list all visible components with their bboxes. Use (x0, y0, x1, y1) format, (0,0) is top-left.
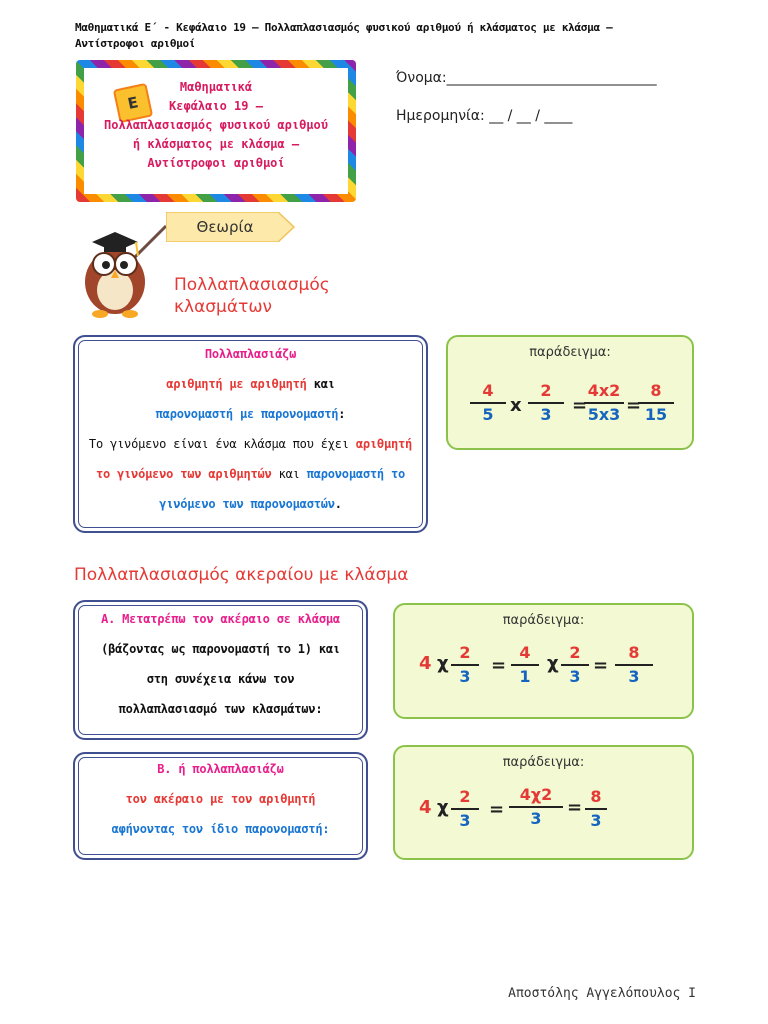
rule-box-a: Α. Μετατρέπω τον ακέραιο σε κλάσμα (βάζο… (73, 600, 368, 740)
title-card: Ε Μαθηματικά Κεφάλαιο 19 – Πολλαπλασιασμ… (76, 60, 356, 202)
exampleB-equals-1: = (489, 799, 505, 820)
exampleA-times-2: χ (547, 653, 559, 674)
section1-heading-line-2: κλασμάτων (174, 297, 273, 317)
exampleA-equals-2: = (593, 655, 609, 676)
tab-arrow-shape (166, 212, 296, 242)
ruleA-line-2: (βάζοντας ως παρονομαστή το 1) και (101, 642, 340, 656)
title-topic-2: ή κλάσματος με κλάσμα – (132, 137, 300, 151)
theory-label: Θεωρία (196, 218, 254, 236)
date-field[interactable]: Ημερομηνία: __ / __ / ____ (396, 108, 573, 124)
rule1-line-5: το γινόμενο των αριθμητών και παρονομαστ… (95, 467, 406, 481)
rule1-line-6: γινόμενο των παρονομαστών. (159, 497, 342, 511)
exampleB-equals-2: = (567, 797, 583, 818)
title-chapter: Κεφάλαιο 19 – (169, 99, 263, 113)
rule1-line-3: παρονομαστή με παρονομαστή: (155, 407, 346, 421)
ruleA-line-3: στη συνέχεια κάνω τον (146, 672, 295, 686)
title-topic-3: Αντίστροφοι αριθμοί (147, 156, 285, 170)
example1-times: x (510, 395, 522, 416)
example1-equals-2: = (626, 395, 642, 416)
exampleB-label: παράδειγμα: (502, 755, 585, 770)
name-field[interactable]: Όνομα:______________________________ (396, 70, 657, 86)
ruleB-line-1: Β. ή πολλαπλασιάζω (157, 762, 284, 776)
exampleA-equals-1: = (491, 655, 507, 676)
rule-box-b: Β. ή πολλαπλασιάζω τον ακέραιο με τον αρ… (73, 752, 368, 860)
section1-heading-line-1: Πολλαπλασιασμός (174, 275, 330, 295)
exampleA-times-1: χ (437, 653, 449, 674)
exampleA-integer: 4 (419, 653, 432, 674)
ruleA-line-4: πολλαπλασιασμό των κλασμάτων: (118, 702, 323, 716)
example1-label: παράδειγμα: (529, 345, 611, 360)
section2-heading: Πολλαπλασιασμός ακεραίου με κλάσμα (74, 565, 409, 585)
title-card-text: Μαθηματικά Κεφάλαιο 19 – Πολλαπλασιασμός… (84, 78, 348, 173)
header-line-2: Αντίστροφοι αριθμοί (75, 37, 196, 50)
ruleB-line-3: αφήνοντας τον ίδιο παρονομαστή: (111, 822, 330, 836)
title-subject: Μαθηματικά (179, 80, 253, 94)
exampleB-integer: 4 (419, 797, 432, 818)
theory-tab: Θεωρία (166, 212, 296, 242)
page-header: Μαθηματικά Ε΄ - Κεφάλαιο 19 – Πολλαπλασι… (75, 20, 715, 52)
owl-teacher-icon (85, 224, 168, 318)
section1-heading: Πολλαπλασιασμός κλασμάτων (174, 274, 330, 318)
ruleA-line-1: Α. Μετατρέπω τον ακέραιο σε κλάσμα (101, 612, 340, 626)
ruleB-line-2: τον ακέραιο με τον αριθμητή (125, 792, 316, 806)
rule1-line-1: Πολλαπλασιάζω (204, 347, 297, 361)
example1-equals-1: = (572, 395, 588, 416)
exampleB-times: χ (437, 797, 449, 818)
rule1-line-2: αριθμητή με αριθμητή και (166, 377, 335, 391)
title-topic-1: Πολλαπλασιασμός φυσικού αριθμού (104, 118, 328, 132)
header-line-1: Μαθηματικά Ε΄ - Κεφάλαιο 19 – Πολλαπλασι… (75, 21, 613, 34)
rule-box-fractions: Πολλαπλασιάζω αριθμητή με αριθμητή και π… (73, 335, 428, 533)
exampleA-label: παράδειγμα: (502, 613, 585, 628)
author-footer: Αποστόλης Αγγελόπουλος Ι (508, 986, 696, 1001)
rule1-line-4: Το γινόμενο είναι ένα κλάσμα που έχει αρ… (88, 437, 413, 451)
